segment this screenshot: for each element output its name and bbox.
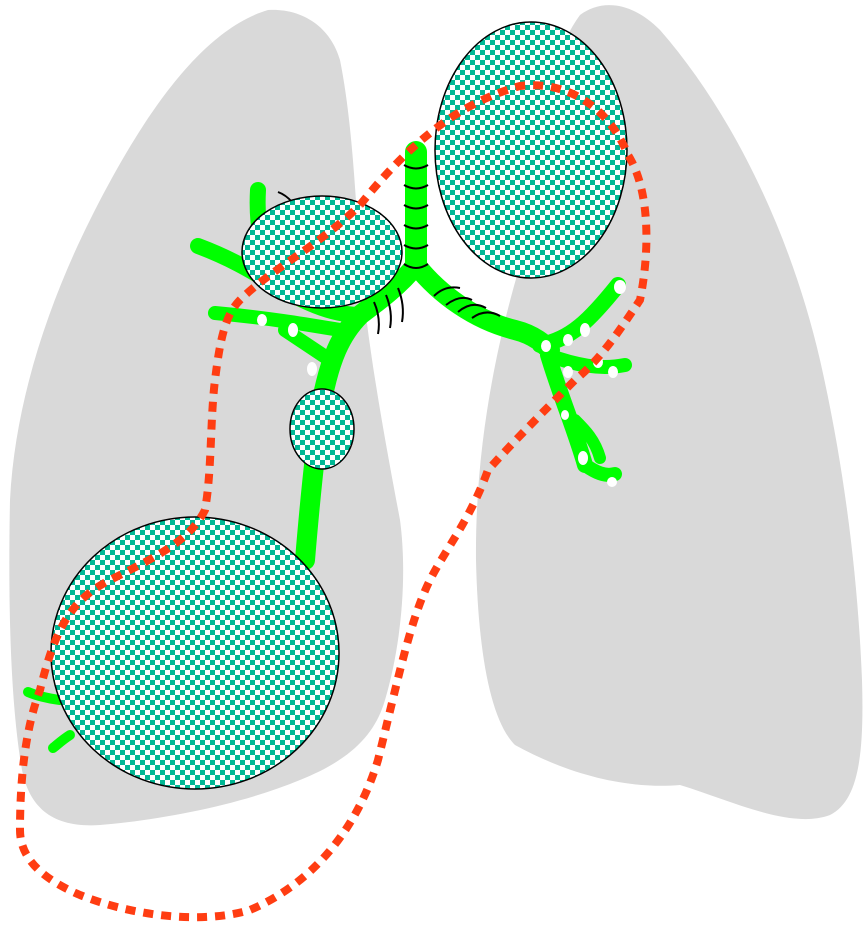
- airway-node: [307, 362, 317, 376]
- lesion-upper-left: [242, 196, 402, 308]
- lesion-mid: [290, 389, 354, 469]
- lesion-lower-large: [51, 517, 339, 789]
- airway-node: [563, 334, 573, 346]
- airway-node: [288, 323, 298, 337]
- airway-node: [607, 477, 617, 487]
- airway-node: [608, 366, 618, 378]
- airway-node: [257, 314, 267, 326]
- airway-node: [580, 323, 590, 337]
- airway-node: [614, 280, 626, 294]
- airway-node: [561, 410, 569, 420]
- airway-node: [578, 451, 588, 465]
- lesion-upper-right: [435, 22, 627, 278]
- airway-node: [563, 366, 573, 378]
- airway-node: [541, 340, 551, 352]
